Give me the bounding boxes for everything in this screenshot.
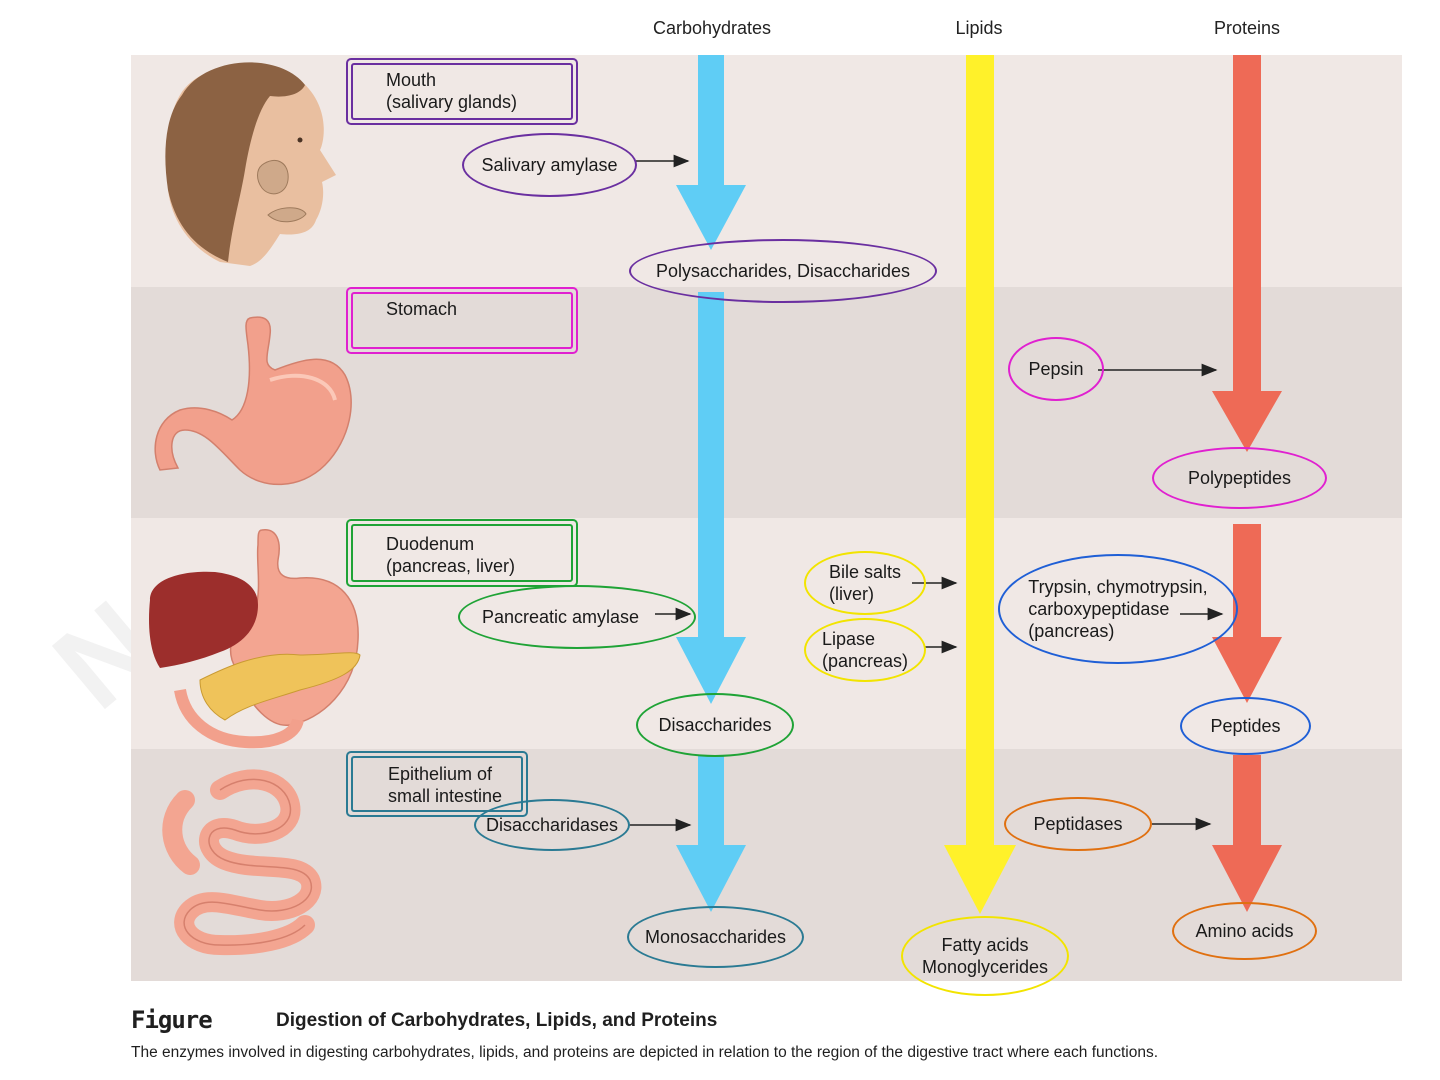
product-peptides: Peptides [1180, 697, 1311, 755]
enzyme-trypsin: Trypsin, chymotrypsin, carboxypeptidase … [998, 554, 1238, 664]
stomach-illustration [154, 316, 352, 486]
product-monosaccharides: Monosaccharides [627, 906, 804, 968]
enzyme-disaccharidases: Disaccharidases [474, 799, 630, 851]
product-amino-acids: Amino acids [1172, 902, 1317, 960]
caption-description: The enzymes involved in digesting carboh… [131, 1044, 1159, 1061]
enzyme-pepsin: Pepsin [1008, 337, 1104, 401]
protein-arrow-2 [1212, 524, 1282, 703]
lipid-arrow [944, 55, 1016, 914]
carbohydrate-arrow-3 [676, 755, 746, 912]
caption-figure-label: Figure [131, 1006, 213, 1034]
enzyme-lipase: Lipase (pancreas) [804, 618, 926, 682]
region-label-stomach: Stomach [386, 299, 458, 319]
enzyme-salivary-amylase: Salivary amylase [462, 133, 637, 197]
region-box-stomach: Stomach [346, 287, 578, 354]
product-polysaccharides-disaccharides: Polysaccharides, Disaccharides [629, 239, 937, 303]
protein-arrow-3 [1212, 755, 1282, 912]
region-label-duodenum: Duodenum (pancreas, liver) [386, 534, 516, 576]
column-header-lipids: Lipids [955, 18, 1003, 38]
small-intestine-outline [183, 778, 313, 946]
protein-arrow-1 [1212, 55, 1282, 452]
product-disaccharides: Disaccharides [636, 693, 794, 757]
region-label-mouth: Mouth (salivary glands) [386, 70, 518, 112]
column-header-carbohydrates: Carbohydrates [652, 18, 772, 38]
column-header-proteins: Proteins [1213, 18, 1281, 38]
head-illustration [165, 62, 336, 266]
region-box-mouth: Mouth (salivary glands) [346, 58, 578, 125]
enzyme-pancreatic-amylase: Pancreatic amylase [458, 585, 696, 649]
enzyme-bile-salts: Bile salts (liver) [804, 551, 926, 615]
region-label-epithelium: Epithelium of small intestine [388, 764, 503, 806]
carbohydrate-arrow-2 [676, 292, 746, 704]
enzyme-peptidases: Peptidases [1004, 797, 1152, 851]
region-box-epithelium: Epithelium of small intestine [346, 751, 528, 817]
carbohydrate-arrow-1 [676, 55, 746, 250]
region-box-duodenum: Duodenum (pancreas, liver) [346, 519, 578, 587]
product-fatty-acids-monoglycerides: Fatty acids Monoglycerides [901, 916, 1069, 996]
product-polypeptides: Polypeptides [1152, 447, 1327, 509]
caption-title: Digestion of Carbohydrates, Lipids, and … [276, 1010, 718, 1031]
liver-pancreas-illustration [149, 529, 361, 749]
